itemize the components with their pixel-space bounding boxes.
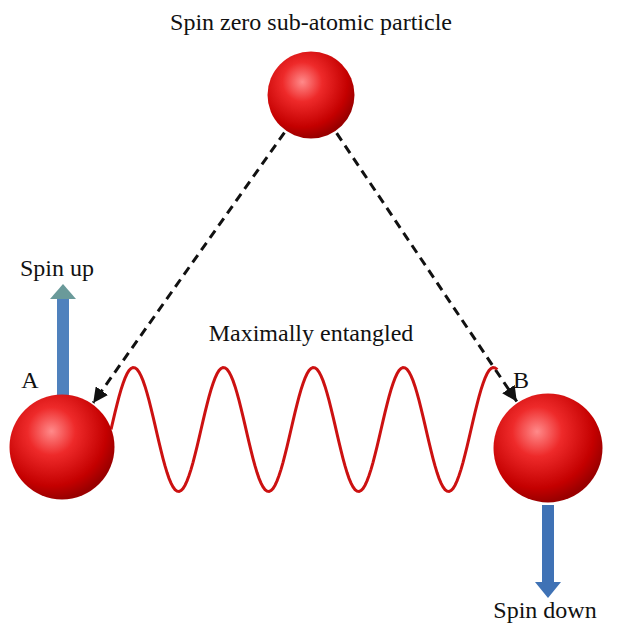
spin-down-arrow-head <box>535 582 561 598</box>
decay-arrow <box>337 133 517 401</box>
particle-label: Spin zero sub-atomic particle <box>170 8 452 37</box>
spin-down-arrow-shaft <box>542 505 554 583</box>
spin-up-arrow-shaft <box>57 298 69 395</box>
particle-sphere: A <box>9 394 115 500</box>
sphere <box>10 395 115 500</box>
entanglement-wave <box>111 368 497 492</box>
particle-sphere: B <box>493 393 603 503</box>
sphere <box>268 52 355 139</box>
spin-label: Spin down <box>493 596 596 625</box>
particle-name: A <box>21 366 38 395</box>
spin-label: Spin up <box>20 254 94 283</box>
particle-sphere: Spin zero sub-atomic particle <box>267 51 355 139</box>
particle-name: B <box>513 366 529 395</box>
edge-label: Maximally entangled <box>206 319 417 348</box>
sphere-outline <box>493 393 603 503</box>
spin-up-arrow-head <box>50 284 76 299</box>
decay-arrow <box>93 133 284 403</box>
sphere-outline <box>267 51 355 139</box>
sphere <box>494 394 603 503</box>
sphere-outline <box>9 394 115 500</box>
